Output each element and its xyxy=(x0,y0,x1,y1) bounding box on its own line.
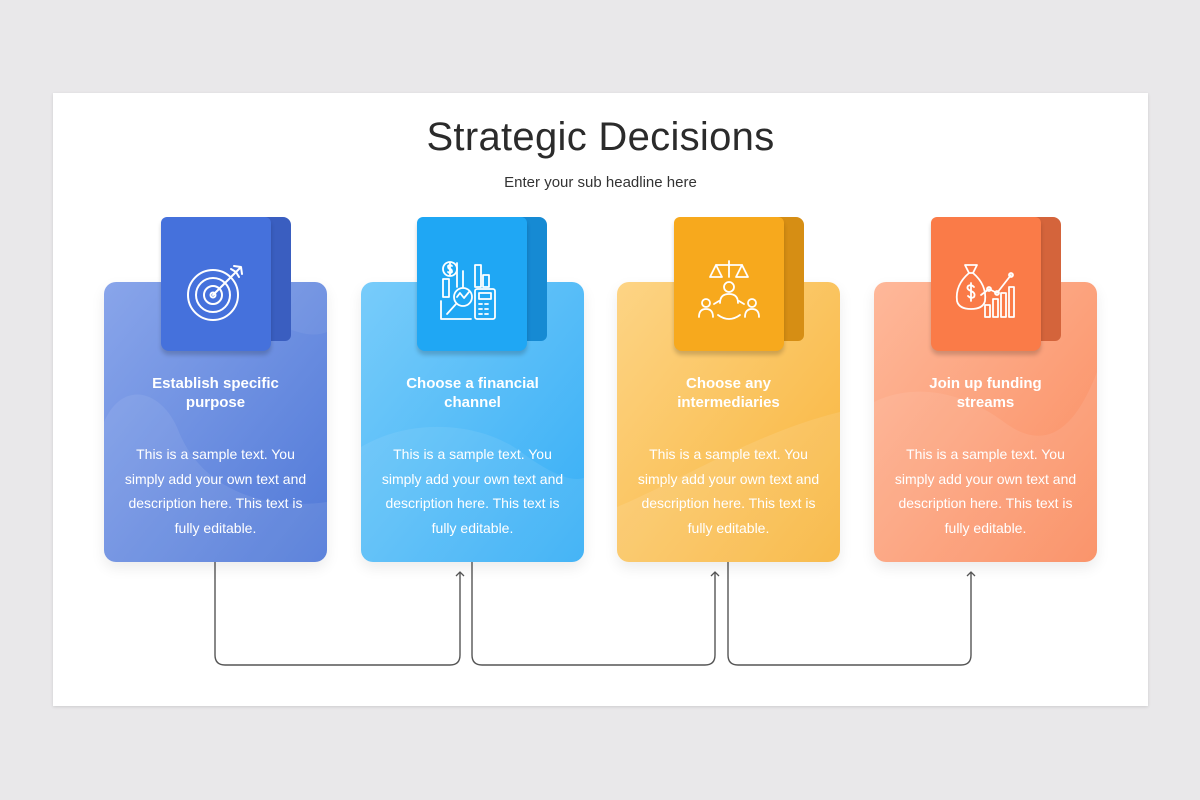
card-title: Choose a financial channel xyxy=(406,375,539,411)
slide: Strategic Decisions Enter your sub headl… xyxy=(53,93,1148,706)
card-title: Choose any intermediaries xyxy=(677,375,780,411)
money-bag-chart-icon xyxy=(955,264,1015,318)
card-description: This is a sample text. You simply add yo… xyxy=(381,446,564,536)
page-title: Strategic Decisions xyxy=(426,115,775,159)
connector-1-to-2 xyxy=(214,562,465,666)
card-title: Join up funding streams xyxy=(929,375,1042,411)
card-description: This is a sample text. You simply add yo… xyxy=(894,446,1077,536)
connector-3-to-4 xyxy=(727,562,976,666)
target-icon xyxy=(187,265,243,321)
card-description: This is a sample text. You simply add yo… xyxy=(637,446,820,536)
financial-analysis-icon xyxy=(440,261,496,320)
icon-tab-3 xyxy=(674,217,804,355)
intermediaries-icon xyxy=(698,260,760,320)
card-title: Establish specific purpose xyxy=(152,375,279,411)
connector-2-to-3 xyxy=(471,562,720,666)
card-description: This is a sample text. You simply add yo… xyxy=(124,446,307,536)
icon-tab-1 xyxy=(161,217,291,355)
page-subtitle: Enter your sub headline here xyxy=(504,174,697,191)
icon-tab-2 xyxy=(417,217,547,355)
icon-tab-4 xyxy=(931,217,1061,355)
